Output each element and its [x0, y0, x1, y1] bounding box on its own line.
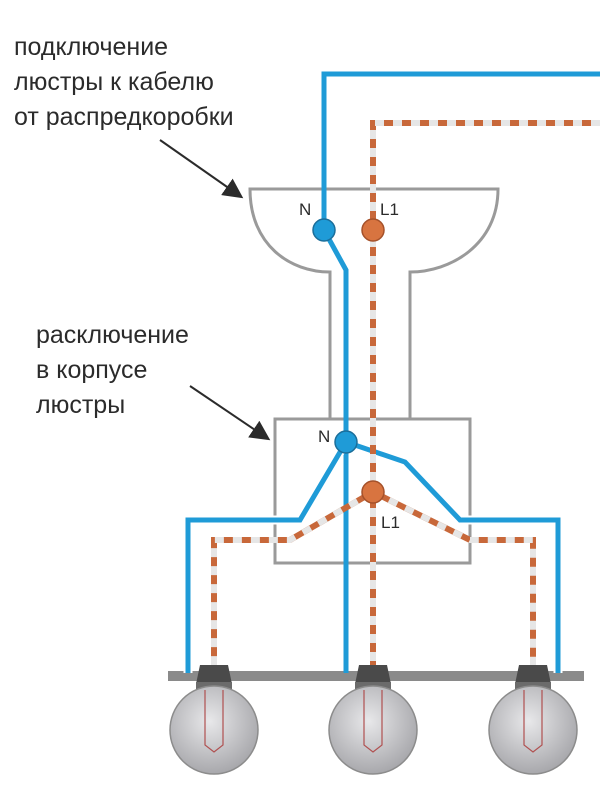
lamp-icon: [515, 665, 551, 684]
lamp-icon: [196, 665, 232, 684]
ceiling-neutral-label: N: [299, 200, 311, 219]
lamp-right: [488, 665, 578, 775]
split-line-3: люстры: [36, 391, 125, 419]
body-neutral-label: N: [318, 427, 330, 446]
connection-line-3: от распредкоробки: [14, 103, 234, 131]
split-line-2: в корпусе: [36, 356, 147, 384]
ceiling-neutral-terminal: [312, 218, 336, 242]
connection-annotation: подключение люстры к кабелю от распредко…: [14, 33, 244, 199]
arrow-icon: [189, 385, 271, 441]
lamp-center: [328, 665, 418, 775]
split-line-1: расключение: [36, 321, 189, 349]
connection-line-2: люстры к кабелю: [14, 68, 214, 96]
lamp-left: [169, 665, 259, 775]
split-annotation: расключение в корпусе люстры: [36, 321, 271, 441]
ceiling-phase-terminal: [361, 218, 385, 242]
neutral-wires: [183, 71, 600, 673]
lamp-icon: [355, 665, 391, 684]
ceiling-phase-label: L1: [380, 200, 399, 219]
body-phase-label: L1: [381, 513, 400, 532]
connection-line-1: подключение: [14, 33, 168, 61]
body-phase-terminal: [361, 480, 385, 504]
body-neutral-terminal: [334, 430, 358, 454]
arrow-icon: [159, 139, 244, 199]
